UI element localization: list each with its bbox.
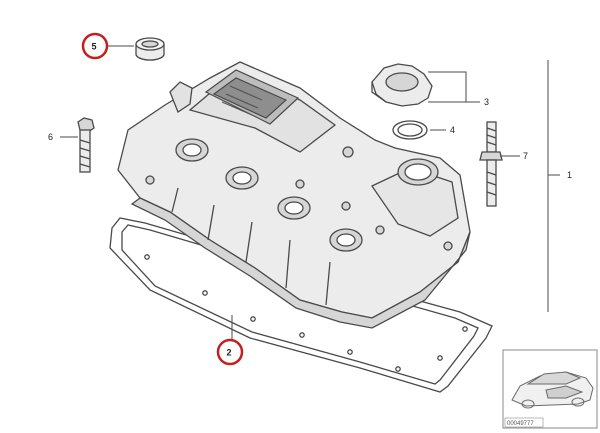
breather-neck (169, 81, 193, 113)
bolt-part (77, 117, 95, 173)
vehicle-thumbnail: 00049777 (502, 349, 598, 429)
callout-5-highlight-ring (81, 32, 109, 60)
valve-cover-gasket (109, 217, 493, 393)
callout-1: 1 (567, 170, 572, 180)
spark-plug-port-3 (277, 196, 311, 220)
filler-cap-seal-part (392, 120, 428, 140)
stud-part (479, 121, 503, 207)
callout-6: 6 (48, 132, 53, 142)
callout-2: 2 (227, 348, 232, 358)
callout-3: 3 (484, 97, 489, 107)
callout-7: 7 (523, 151, 528, 161)
leader-lines (60, 45, 560, 340)
car-silhouette-icon (511, 371, 594, 409)
oil-filler-neck (397, 158, 439, 186)
spark-plug-port-2 (225, 166, 259, 190)
thumbnail-code: 00049777 (507, 421, 534, 427)
cover-label-plate (204, 69, 300, 125)
oil-filler-cap-part (371, 63, 433, 107)
callout-4: 4 (450, 125, 455, 135)
spark-plug-ports (175, 138, 363, 252)
breather-cap-part (135, 37, 165, 61)
callout-2-highlight-ring (216, 338, 244, 366)
spark-plug-port-4 (329, 228, 363, 252)
callout-5: 5 (92, 42, 97, 52)
spark-plug-port-1 (175, 138, 209, 162)
